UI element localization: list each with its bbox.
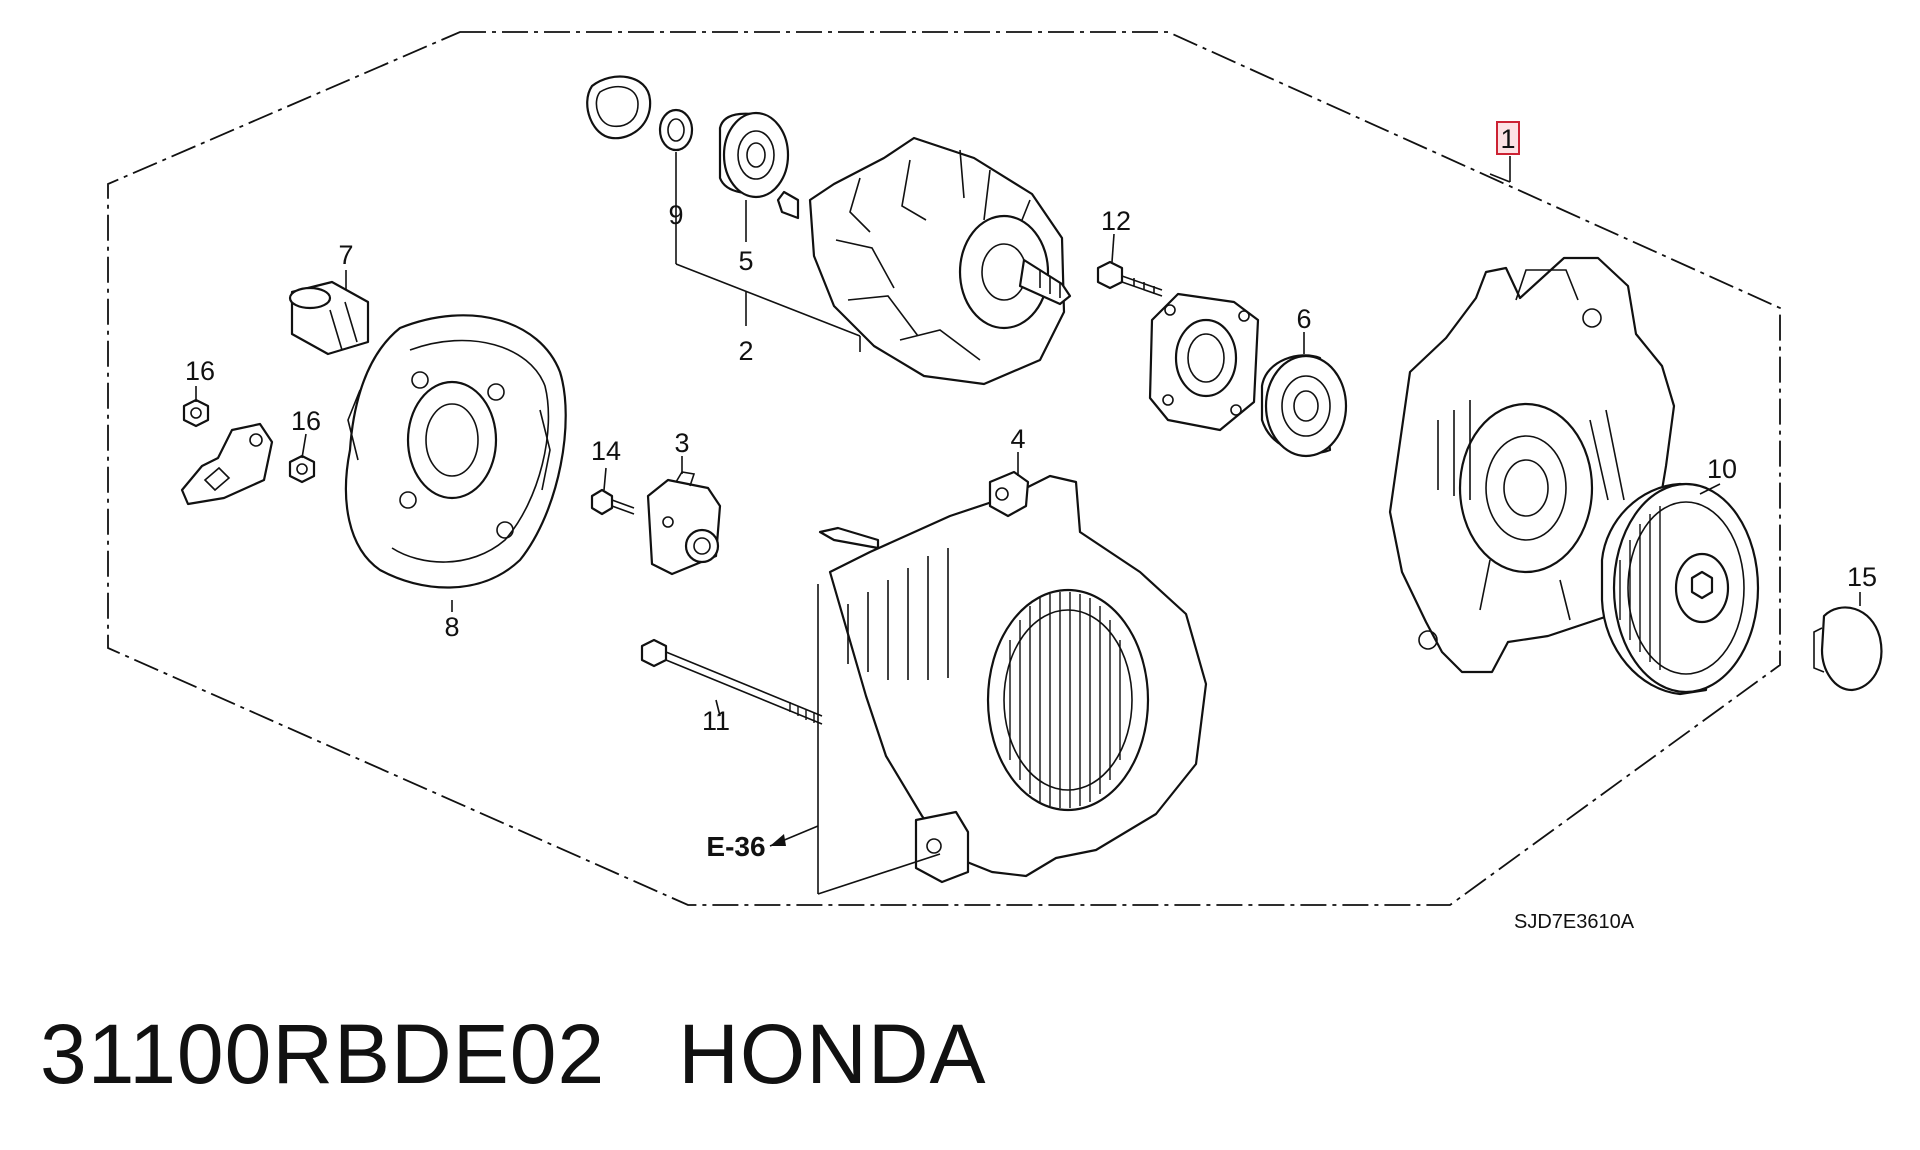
part-6-bearing (1260, 354, 1348, 458)
callout-11: 11 (702, 706, 730, 736)
callout-6: 6 (1296, 304, 1311, 334)
reference-e36: E-36 (706, 831, 765, 862)
drawing-code: SJD7E3610A (1514, 911, 1635, 933)
callout-14: 14 (591, 436, 621, 466)
part-3-brush-holder (646, 471, 722, 576)
part-seal-ring (586, 75, 652, 140)
part-8-rear-cover (344, 314, 567, 589)
part-10-pulley (1600, 482, 1760, 696)
assembly-outline (107, 31, 1781, 906)
callout-3: 3 (674, 428, 689, 458)
part-16-nut-left (182, 398, 210, 428)
part-9-washer (658, 108, 694, 152)
callout-5: 5 (738, 246, 753, 276)
part-5-bearing (718, 111, 790, 199)
part-16-nut-right (288, 454, 316, 484)
part-12-bolt (1096, 260, 1163, 297)
callout-15: 15 (1847, 562, 1877, 592)
part-4-stator-housing (818, 470, 1208, 884)
callout-8: 8 (444, 612, 459, 642)
callout-7: 7 (338, 240, 353, 270)
callout-1: 1 (1500, 124, 1515, 154)
callout-16-right: 16 (291, 406, 321, 436)
callout-4: 4 (1010, 424, 1025, 454)
leader-lines (195, 152, 1861, 895)
part-11-long-bolt (640, 638, 823, 725)
part-14-bolt (590, 488, 635, 516)
callout-16-left: 16 (185, 356, 215, 386)
part-caption: 31100RBDE02 HONDA (40, 1012, 987, 1096)
part-retainer-plate (1148, 292, 1260, 432)
part-15-cap (1813, 606, 1883, 692)
part-2-rotor (776, 136, 1072, 386)
brand-name: HONDA (678, 1007, 987, 1101)
highlight-marker (1496, 121, 1520, 155)
callout-2: 2 (738, 336, 753, 366)
callout-12: 12 (1101, 206, 1131, 236)
part-bracket (180, 422, 274, 506)
part-number: 31100RBDE02 (40, 1007, 606, 1101)
callout-9: 9 (668, 200, 683, 230)
part-7-cap (288, 280, 370, 356)
callout-10: 10 (1707, 454, 1737, 484)
